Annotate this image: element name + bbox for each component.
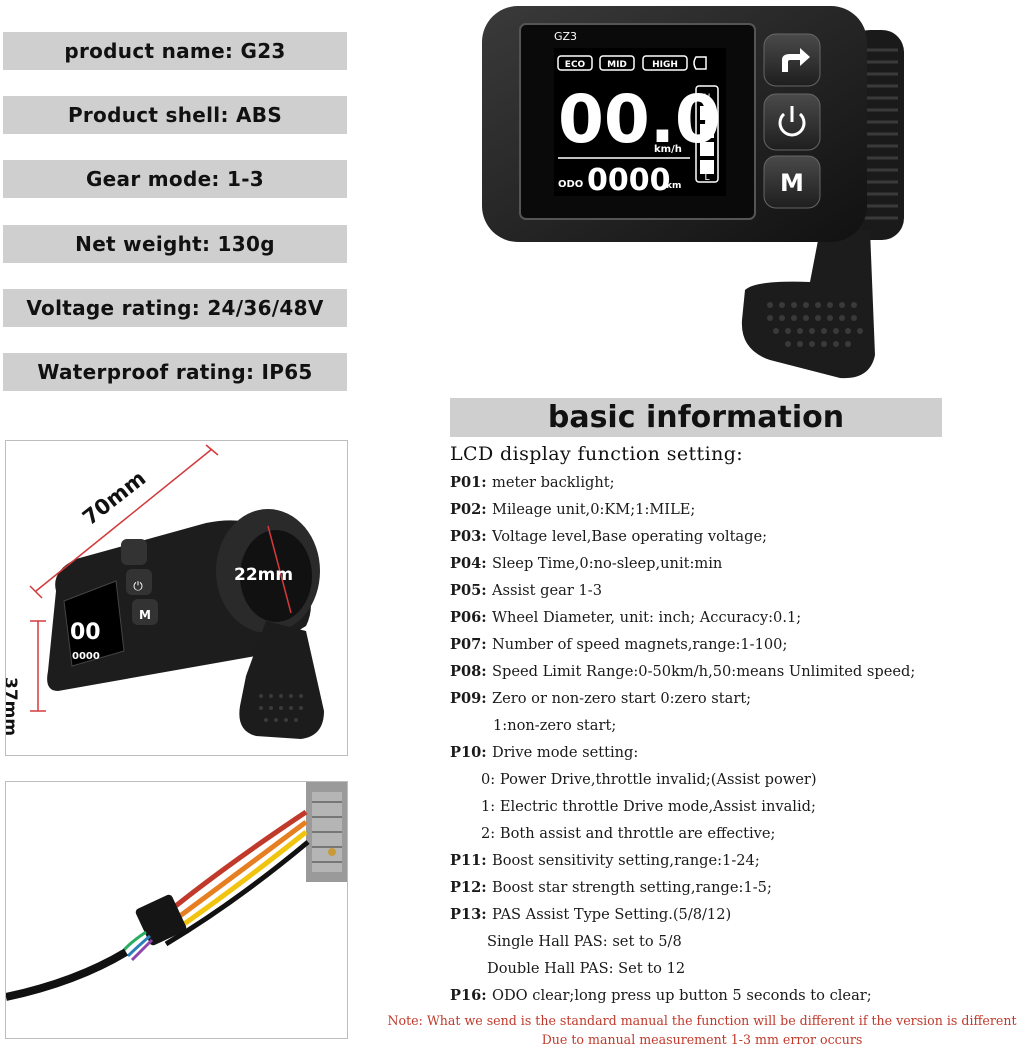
spec-product-shell: Product shell: ABS	[3, 96, 347, 134]
param-p10-option-0: 0: Power Drive,throttle invalid;(Assist …	[481, 771, 817, 788]
param-p06: P06:Wheel Diameter, unit: inch; Accuracy…	[450, 609, 802, 626]
param-p13-single-hall: Single Hall PAS: set to 5/8	[487, 933, 682, 950]
param-p16: P16:ODO clear;long press up button 5 sec…	[450, 987, 872, 1004]
mode-eco: ECO	[565, 60, 586, 70]
param-p13: P13:PAS Assist Type Setting.(5/8/12)	[450, 906, 732, 923]
svg-text:0000: 0000	[72, 651, 100, 662]
cable-image	[6, 782, 347, 1001]
menu-button[interactable]: M	[763, 155, 821, 209]
measurement-note: Due to manual measurement 1-3 mm error o…	[541, 1032, 863, 1047]
param-p07: P07:Number of speed magnets,range:1-100;	[450, 636, 788, 653]
spec-product-name: product name: G23	[3, 32, 347, 70]
odo-unit: km	[666, 181, 681, 191]
param-p02: P02:Mileage unit,0:KM;1:MILE;	[450, 501, 696, 518]
battery-high-label: H	[704, 93, 711, 103]
param-p03: P03:Voltage level,Base operating voltage…	[450, 528, 768, 545]
svg-text:⏻: ⏻	[133, 579, 143, 593]
param-p11: P11:Boost sensitivity setting,range:1-24…	[450, 852, 760, 869]
up-button[interactable]	[763, 33, 821, 87]
info-heading: basic information	[450, 398, 942, 437]
param-p09-option: 1:non-zero start;	[493, 717, 617, 734]
param-p09: P09:Zero or non-zero start 0:zero start;	[450, 690, 752, 707]
svg-text:00: 00	[70, 620, 101, 645]
height-dimension-label: 37mm	[5, 677, 20, 737]
param-p08: P08:Speed Limit Range:0-50km/h,50:means …	[450, 663, 916, 680]
info-subheading: LCD display function setting:	[450, 443, 744, 465]
odo-label: ODO	[558, 179, 583, 190]
model-label: GZ3	[554, 30, 577, 43]
speed-unit: km/h	[654, 144, 682, 155]
mode-high: HIGH	[652, 60, 678, 70]
param-p10-option-1: 1: Electric throttle Drive mode,Assist i…	[481, 798, 816, 815]
param-p05: P05:Assist gear 1-3	[450, 582, 602, 599]
param-p04: P04:Sleep Time,0:no-sleep,unit:min	[450, 555, 723, 572]
param-p12: P12:Boost star strength setting,range:1-…	[450, 879, 772, 896]
mode-mid: MID	[607, 60, 627, 70]
param-p01: P01:meter backlight;	[450, 474, 615, 491]
arrow-up-right-icon	[782, 48, 810, 72]
power-button[interactable]	[763, 93, 821, 151]
svg-text:M: M	[139, 608, 151, 622]
spec-net-weight: Net weight: 130g	[3, 225, 347, 263]
device-main-image: GZ3 ECO MID HIGH 00.0 km/h H L ODO 0000 …	[482, 6, 904, 379]
odo-value: 0000	[587, 163, 671, 198]
dimension-diagram: 00 0000 ⏻ M	[29, 444, 324, 739]
spec-gear-mode: Gear mode: 1-3	[3, 160, 347, 198]
spec-voltage-rating: Voltage rating: 24/36/48V	[3, 289, 347, 327]
param-p13-double-hall: Double Hall PAS: Set to 12	[487, 960, 686, 977]
battery-icon	[695, 85, 719, 183]
diameter-dimension-label: 22mm	[234, 565, 294, 585]
dimension-photo: 00 0000 ⏻ M 70mm 37mm 22mm	[5, 440, 348, 756]
spec-waterproof-rating: Waterproof rating: IP65	[3, 353, 347, 391]
menu-button-label: M	[780, 169, 804, 197]
power-icon	[778, 106, 806, 137]
param-p10: P10:Drive mode setting:	[450, 744, 639, 761]
cable-photo	[5, 781, 348, 1039]
version-note: Note: What we send is the standard manua…	[387, 1013, 1017, 1028]
headlight-icon	[693, 56, 707, 70]
param-p10-option-2: 2: Both assist and throttle are effectiv…	[481, 825, 776, 842]
battery-low-label: L	[704, 173, 709, 183]
speed-readout: 00.0	[558, 81, 721, 158]
